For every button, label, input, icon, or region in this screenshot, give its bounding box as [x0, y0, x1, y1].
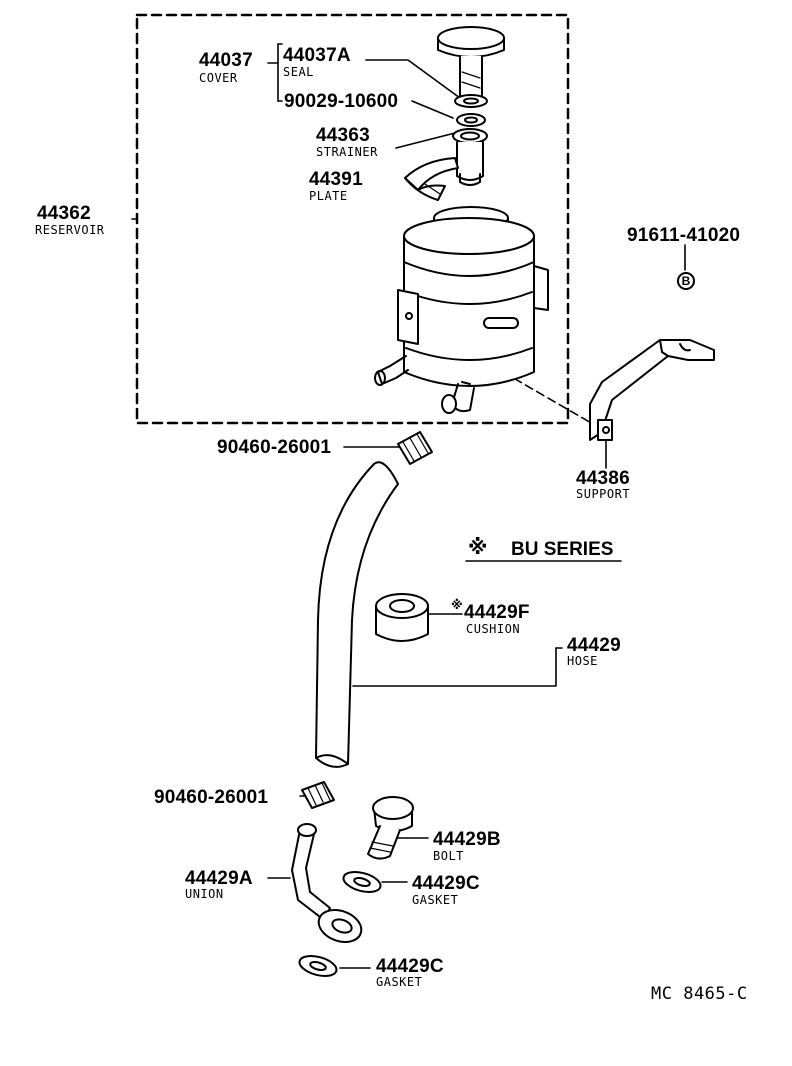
- reservoir-tank-shape: [374, 206, 549, 414]
- union-part-name: UNION: [185, 887, 224, 901]
- seal-part-number: 44037A: [283, 45, 351, 66]
- gasket-b-shape: [298, 955, 338, 977]
- cover-part-number: 44037: [199, 50, 253, 71]
- hose-clamp-top-shape: [397, 431, 433, 465]
- bolt-ref-marker: B: [677, 272, 695, 290]
- cushion-series-marker: ※: [451, 598, 463, 612]
- gasket-b-part-number: 44429C: [376, 956, 444, 977]
- plate-shape: [404, 157, 459, 201]
- drawing-code: MC 8465-C: [651, 984, 748, 1004]
- cushion-shape: [375, 593, 429, 642]
- reservoir-part-number: 44362: [37, 203, 91, 224]
- support-part-name: SUPPORT: [576, 487, 631, 501]
- gasket-a-shape: [342, 871, 382, 893]
- strainer-part-number: 44363: [316, 125, 370, 146]
- bolt-part-number: 44429B: [433, 829, 501, 850]
- gasket-b-part-name: GASKET: [376, 975, 423, 989]
- series-note-marker: ※: [468, 535, 488, 559]
- series-note-text: BU SERIES: [511, 539, 614, 560]
- seal-washer-shape: [454, 94, 488, 127]
- union-fitting-shape: [291, 823, 363, 943]
- hose-part-number: 44429: [567, 635, 621, 656]
- leader-lines: [131, 43, 686, 969]
- gasket-a-part-number: 44429C: [412, 873, 480, 894]
- hose-shape: [315, 461, 399, 768]
- hose-part-name: HOSE: [567, 654, 598, 668]
- clamp-top-part-number: 90460-26001: [217, 437, 332, 458]
- plate-part-number: 44391: [309, 169, 363, 190]
- reservoir-part-name: RESERVOIR: [35, 223, 105, 237]
- cover-cap-shape: [437, 26, 505, 99]
- union-part-number: 44429A: [185, 868, 253, 889]
- washer-part-number: 90029-10600: [284, 91, 399, 112]
- strainer-shape: [452, 128, 488, 186]
- support-part-number: 44386: [576, 468, 630, 489]
- cushion-part-name: CUSHION: [466, 622, 521, 636]
- plate-part-name: PLATE: [309, 189, 348, 203]
- clamp-bottom-part-number: 90460-26001: [154, 787, 269, 808]
- support-bracket-shape: [589, 339, 715, 441]
- cover-part-name: COVER: [199, 71, 238, 85]
- strainer-part-name: STRAINER: [316, 145, 378, 159]
- banjo-bolt-shape: [367, 796, 414, 860]
- gasket-a-part-name: GASKET: [412, 893, 459, 907]
- bolt-ref-part-number: 91611-41020: [627, 225, 741, 246]
- cushion-part-number: 44429F: [464, 602, 530, 623]
- seal-part-name: SEAL: [283, 65, 314, 79]
- bolt-part-name: BOLT: [433, 849, 464, 863]
- hose-clamp-bottom-shape: [301, 781, 335, 809]
